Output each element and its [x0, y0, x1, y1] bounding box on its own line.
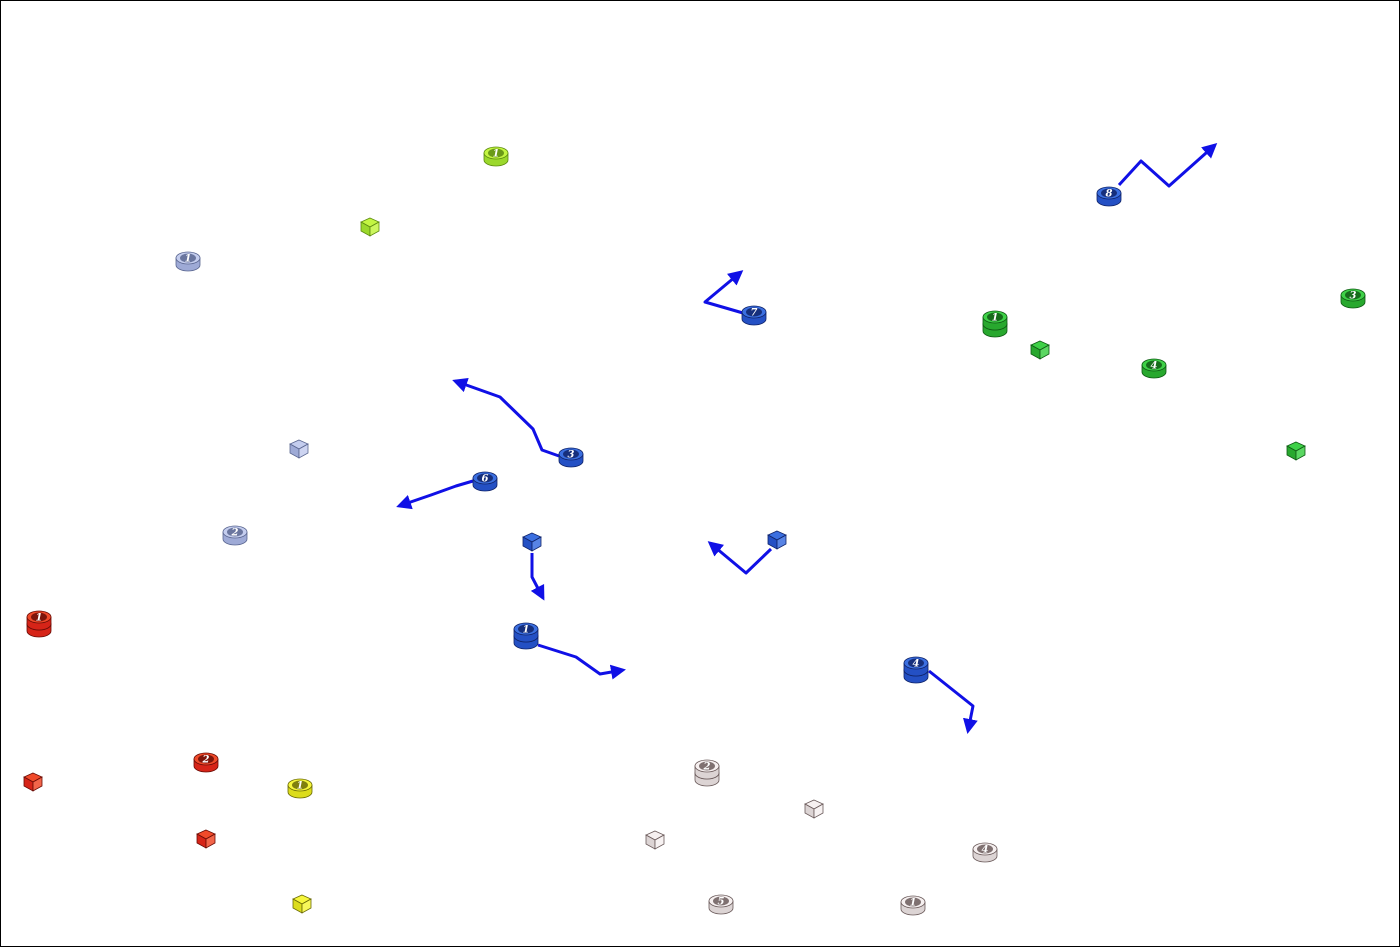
lime-1[interactable]: 1: [483, 146, 509, 167]
stack-label: 2: [703, 762, 711, 773]
red-cube-a[interactable]: [23, 772, 43, 792]
white-1[interactable]: 1: [900, 895, 926, 916]
green-cube-b[interactable]: [1286, 441, 1306, 461]
arrow-from-blue-7: [703, 270, 744, 315]
arrow-from-blue-3: [452, 377, 560, 458]
lavender-1[interactable]: 1: [175, 251, 201, 272]
blue-4[interactable]: 4: [903, 656, 929, 684]
yellow-1[interactable]: 1: [287, 778, 313, 799]
lavender-2[interactable]: 2: [222, 525, 248, 546]
arrow-from-blue-6: [396, 479, 474, 510]
arrow-from-blue-8: [1117, 143, 1218, 188]
white-cube-b[interactable]: [645, 830, 665, 850]
stack-label: 1: [297, 781, 304, 792]
blue-8[interactable]: 8: [1096, 186, 1122, 207]
stack-label: 4: [913, 659, 920, 670]
stack-label: 2: [202, 755, 210, 766]
white-cube-a[interactable]: [804, 799, 824, 819]
stack-label: 1: [185, 254, 192, 265]
stack-label: 7: [751, 308, 758, 319]
blue-6[interactable]: 6: [472, 471, 498, 492]
red-cube-b[interactable]: [196, 829, 216, 849]
green-cube-a[interactable]: [1030, 340, 1050, 360]
arrow-from-blue-4: [928, 669, 978, 734]
stack-label: 1: [36, 613, 43, 624]
green-3[interactable]: 3: [1340, 288, 1366, 309]
green-4[interactable]: 4: [1141, 358, 1167, 379]
blue-3[interactable]: 3: [558, 447, 584, 468]
stack-label: 5: [718, 897, 725, 908]
blue-1[interactable]: 1: [513, 622, 539, 650]
lime-cube[interactable]: [360, 217, 380, 237]
green-1[interactable]: 1: [982, 310, 1008, 338]
blue-7[interactable]: 7: [741, 305, 767, 326]
stack-label: 1: [523, 625, 530, 636]
blue-cube-a[interactable]: [522, 532, 542, 552]
yellow-cube[interactable]: [292, 894, 312, 914]
lavender-cube[interactable]: [289, 439, 309, 459]
white-4[interactable]: 4: [972, 842, 998, 863]
white-2[interactable]: 2: [694, 759, 720, 787]
stack-label: 1: [992, 313, 999, 324]
stack-label: 2: [231, 528, 239, 539]
blue-cube-b[interactable]: [767, 530, 787, 550]
stack-label: 4: [982, 845, 989, 856]
stack-label: 3: [568, 450, 575, 461]
arrow-from-blue-cube-a: [530, 553, 545, 601]
white-5[interactable]: 5: [708, 894, 734, 915]
red-1[interactable]: 1: [26, 610, 52, 638]
stack-label: 8: [1106, 189, 1113, 200]
red-2[interactable]: 2: [193, 752, 219, 773]
arrow-from-blue-cube-b: [707, 541, 773, 575]
stack-label: 3: [1350, 291, 1357, 302]
stack-label: 1: [493, 149, 500, 160]
stack-label: 4: [1151, 361, 1158, 372]
stack-label: 6: [482, 474, 489, 485]
stack-label: 1: [910, 898, 917, 909]
arrow-from-blue-1: [537, 643, 626, 680]
